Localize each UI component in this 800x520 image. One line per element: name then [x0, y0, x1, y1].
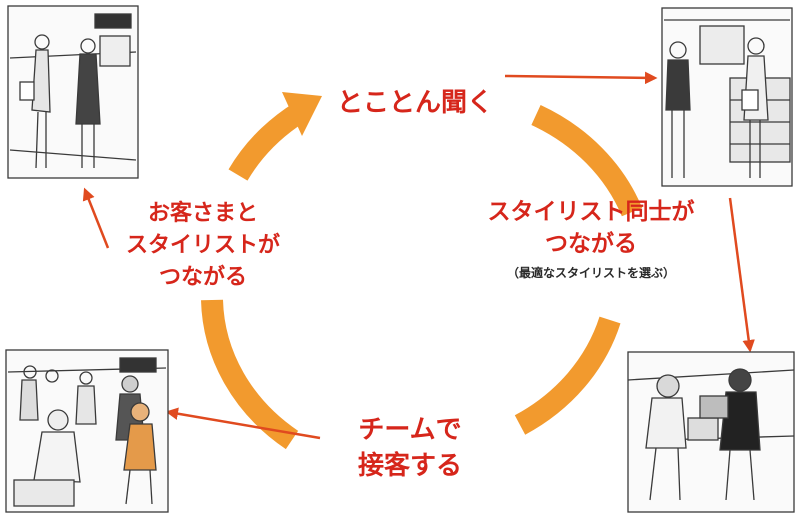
step-team-service-line1: チームで: [358, 415, 462, 445]
step-stylists-connect-note: （最適なスタイリストを選ぶ）: [506, 266, 675, 280]
step-team-service: チームで 接客する: [330, 412, 490, 484]
step-customer-connect: お客さまと スタイリストが つながる: [118, 198, 288, 294]
connector-arrows: [82, 71, 755, 440]
cycle-arc-right-lower: [514, 316, 621, 435]
arrow-to-top-left: [82, 187, 110, 249]
step-team-service-line2: 接客する: [357, 451, 462, 481]
illustration-top-left: [7, 5, 139, 179]
illustration-bottom-right: [627, 351, 795, 513]
step-stylists-connect-line1: スタイリスト同士が: [487, 199, 695, 225]
step-listen-label: とことん聞く: [336, 88, 493, 118]
cycle-ring: [201, 102, 643, 450]
step-customer-connect-line1: お客さまと: [147, 201, 258, 226]
step-stylists-connect-line2: つながる: [545, 231, 637, 257]
arrow-to-bottom-left: [165, 407, 321, 440]
illustration-top-right: [661, 7, 793, 187]
step-customer-connect-line3: つながる: [158, 265, 247, 290]
step-customer-connect-line2: スタイリストが: [125, 233, 280, 258]
illustration-bottom-left: [5, 349, 169, 513]
step-stylists-connect: スタイリスト同士が つながる （最適なスタイリストを選ぶ）: [466, 196, 716, 286]
cycle-arc-right: [531, 105, 643, 217]
cycle-arrowhead: [282, 92, 322, 136]
arrow-to-top-right: [504, 71, 658, 85]
cycle-arc-left: [228, 102, 307, 181]
cycle-arc-left-lower: [201, 299, 299, 450]
arrow-to-bottom-right: [728, 197, 755, 353]
